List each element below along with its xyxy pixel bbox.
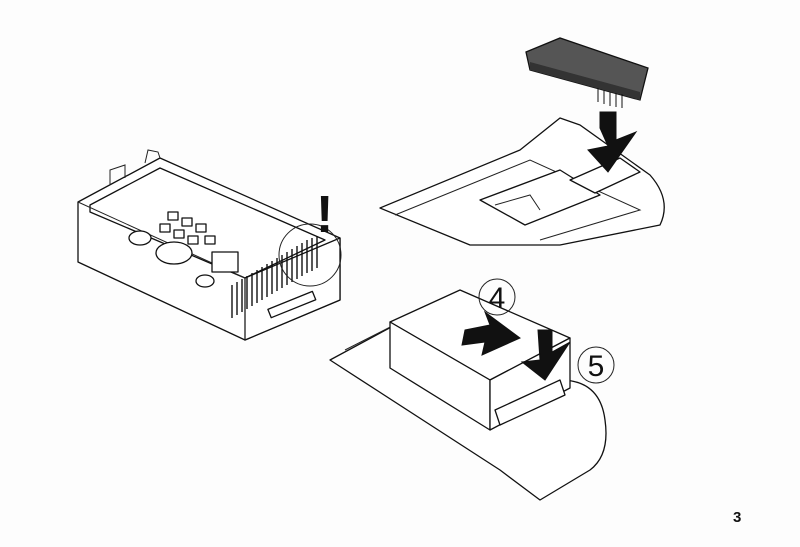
open-module-tray: ! — [77, 149, 342, 341]
press-arrow-icon — [520, 329, 571, 381]
svg-text:4: 4 — [489, 282, 506, 315]
insert-module-step — [379, 37, 665, 246]
push-arrow-icon — [461, 310, 521, 356]
svg-text:5: 5 — [588, 350, 605, 383]
warning-mark: ! — [316, 186, 333, 244]
step-5-label: 5 — [577, 346, 615, 384]
memory-module — [525, 37, 649, 101]
down-arrow-icon — [587, 111, 638, 173]
highlight-circle — [278, 223, 342, 287]
page-number: 3 — [733, 509, 742, 526]
step-4-label: 4 — [478, 278, 516, 316]
circuit-components — [128, 211, 318, 318]
close-cover-step: 4 5 — [329, 278, 615, 501]
